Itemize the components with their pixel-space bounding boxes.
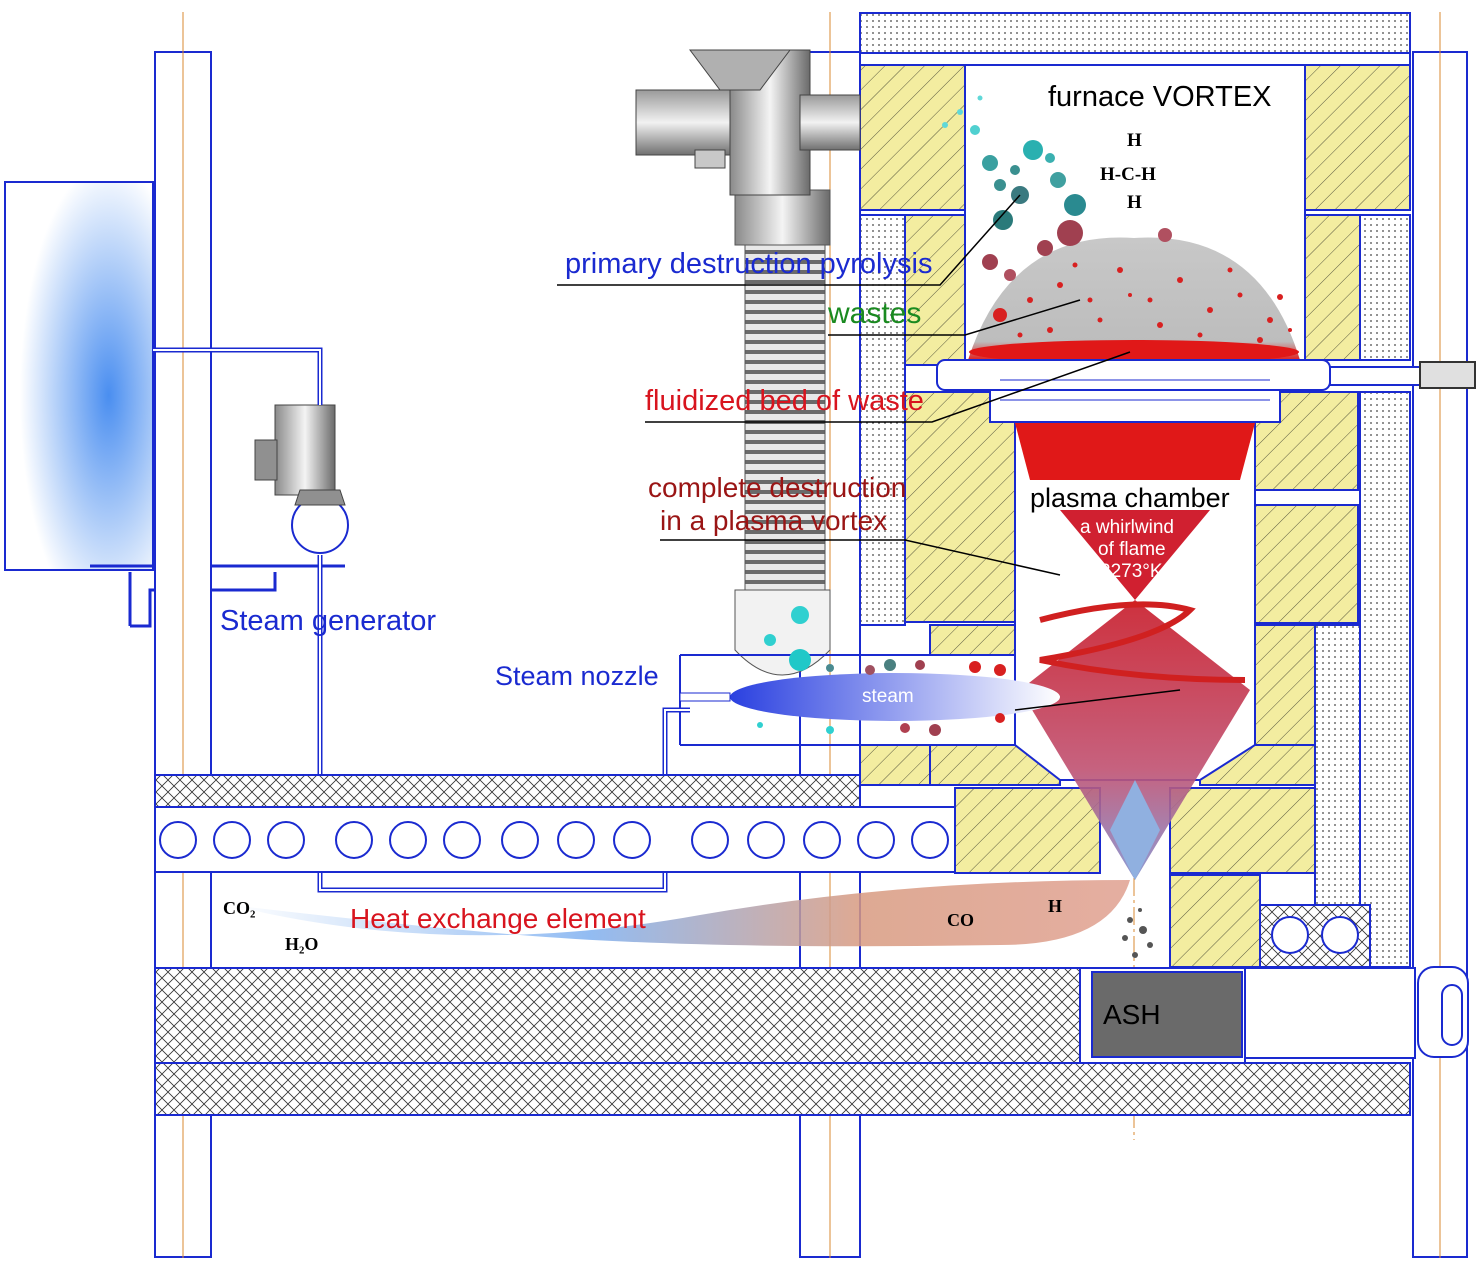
label-whirlwind-1: a whirlwind bbox=[1080, 517, 1174, 538]
ash-bin bbox=[1079, 966, 1469, 1064]
feed-tower bbox=[734, 189, 831, 676]
label-ash: ASH bbox=[1103, 999, 1161, 1030]
chem-co: CO bbox=[947, 910, 974, 930]
base-slab bbox=[154, 967, 1411, 1116]
flue-gas-flow bbox=[230, 880, 1130, 947]
corner-cross-boxes bbox=[1259, 904, 1371, 968]
top-housing bbox=[859, 12, 1411, 66]
gas-bubbles bbox=[942, 95, 1172, 281]
label-whirlwind-2: of flame bbox=[1098, 539, 1166, 560]
plasma-chamber bbox=[1014, 422, 1256, 880]
label-plasma-chamber: plasma chamber bbox=[1030, 483, 1230, 513]
furnace-insulation bbox=[859, 64, 1411, 968]
label-complete-destruction-2: in a plasma vortex bbox=[660, 505, 887, 536]
leader-lines bbox=[557, 194, 1181, 711]
feed-motor bbox=[635, 49, 861, 196]
steam-pump bbox=[254, 404, 349, 554]
fluidized-bed-plate bbox=[936, 359, 1331, 423]
label-furnace-vortex: furnace VORTEX bbox=[1048, 81, 1272, 113]
label-primary-destruction: primary destruction pyrolysis bbox=[565, 248, 932, 280]
steam-generator-tank bbox=[4, 181, 345, 628]
label-heat-exchange: Heat exchange element bbox=[350, 903, 646, 934]
label-steam-nozzle: Steam nozzle bbox=[495, 661, 659, 691]
chem-co2: CO₂ bbox=[223, 898, 255, 918]
heat-exchanger-tubes bbox=[159, 821, 949, 859]
label-steam: steam bbox=[862, 686, 914, 707]
chem-methane-mid: H-C-H bbox=[1100, 164, 1156, 185]
chem-h2o: H₂O bbox=[285, 934, 318, 954]
waste-particles bbox=[993, 262, 1292, 343]
heat-exchanger-band bbox=[154, 774, 956, 873]
side-inlet bbox=[1329, 361, 1476, 389]
chem-methane-top: H bbox=[1127, 130, 1142, 151]
label-steam-generator: Steam generator bbox=[220, 605, 436, 637]
label-complete-destruction-1: complete destruction bbox=[648, 472, 906, 503]
steam-nozzle bbox=[679, 654, 1060, 746]
nozzle-particles bbox=[757, 606, 1006, 736]
label-whirlwind-3: 2273°K bbox=[1100, 561, 1163, 582]
label-wastes: wastes bbox=[827, 297, 921, 330]
label-fluidized-bed: fluidized bed of waste bbox=[645, 385, 924, 417]
chem-methane-bottom: H bbox=[1127, 192, 1142, 213]
chem-h: H bbox=[1048, 896, 1062, 916]
ash-falling bbox=[1122, 908, 1153, 958]
